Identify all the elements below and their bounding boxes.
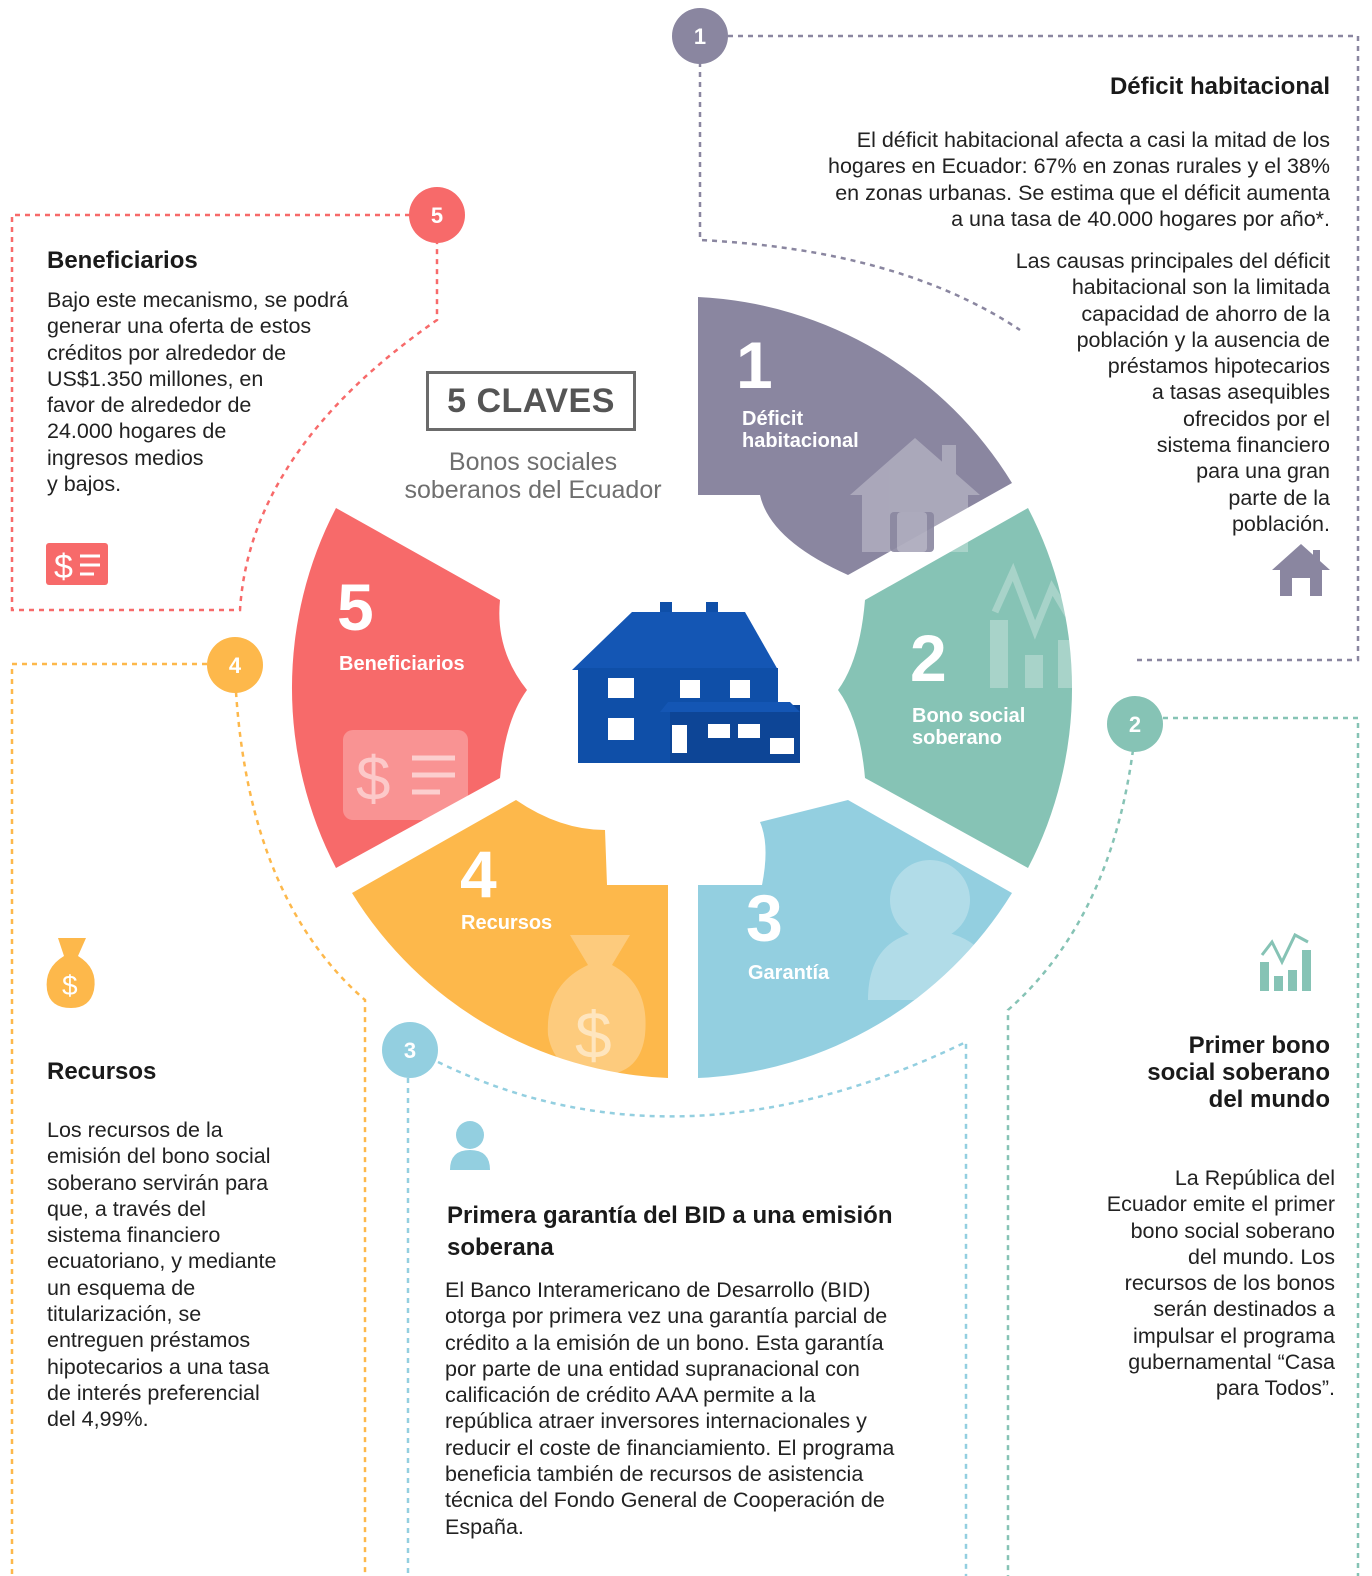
segment-beneficiarios[interactable] bbox=[291, 508, 527, 868]
beneficiarios-title: Beneficiarios bbox=[47, 247, 198, 274]
segment-5-label: Beneficiarios bbox=[339, 653, 465, 675]
deficit-title: Déficit habitacional bbox=[1109, 73, 1330, 100]
money-bag-icon bbox=[547, 935, 646, 1075]
house-icon bbox=[850, 438, 980, 552]
connector-1 bbox=[698, 34, 1360, 662]
svg-text:$: $ bbox=[575, 998, 612, 1072]
deficit-paragraph-2: Las causas principales del déficit habit… bbox=[1015, 249, 1330, 536]
bono-chart-icon bbox=[1260, 932, 1311, 991]
keys-title-box: 5 CLAVES bbox=[426, 371, 636, 431]
bono-title: Primer bono social soberano del mundo bbox=[1147, 1032, 1330, 1113]
svg-text:$: $ bbox=[54, 548, 73, 586]
badge-3 bbox=[382, 1022, 438, 1078]
garantia-title: Primera garantía del BID a una emisión s… bbox=[447, 1202, 893, 1261]
badge-2-number: 2 bbox=[1129, 712, 1141, 737]
beneficiarios-body: Bajo este mecanismo, se podrá generar un… bbox=[47, 288, 349, 497]
svg-text:$: $ bbox=[356, 745, 390, 814]
segment-1-number: 1 bbox=[736, 328, 773, 402]
segment-4-number: 4 bbox=[460, 837, 497, 911]
segment-3-label: Garantía bbox=[748, 962, 830, 984]
recursos-body: Los recursos de la emisión del bono soci… bbox=[47, 1118, 277, 1432]
badge-1-number: 1 bbox=[694, 24, 706, 49]
chart-icon bbox=[990, 562, 1074, 688]
segment-deficit[interactable] bbox=[698, 297, 1012, 575]
connector-4 bbox=[10, 662, 367, 1576]
deficit-paragraph-1: El déficit habitacional afecta a casi la… bbox=[828, 128, 1330, 231]
segment-garantia[interactable] bbox=[698, 800, 1012, 1078]
badge-5 bbox=[409, 187, 465, 243]
badge-3-number: 3 bbox=[404, 1038, 416, 1063]
badge-1 bbox=[672, 8, 728, 64]
svg-text:$: $ bbox=[62, 970, 78, 1001]
bono-body: La República del Ecuador emite el primer… bbox=[1106, 1166, 1335, 1401]
connector-3 bbox=[406, 1040, 968, 1576]
segment-5-number: 5 bbox=[337, 570, 374, 644]
recursos-money-bag-icon: $ bbox=[46, 938, 95, 1008]
badge-5-number: 5 bbox=[431, 203, 443, 228]
diagram-subtitle: Bonos sociales soberanos del Ecuador bbox=[380, 448, 686, 504]
badge-2 bbox=[1107, 696, 1163, 752]
segment-3-number: 3 bbox=[746, 881, 783, 955]
badge-4 bbox=[207, 637, 263, 693]
segment-2-number: 2 bbox=[910, 621, 947, 695]
central-house-icon bbox=[572, 602, 800, 763]
garantia-body: El Banco Interamericano de Desarrollo (B… bbox=[445, 1278, 895, 1539]
connector-5 bbox=[10, 213, 439, 612]
segment-4-label: Recursos bbox=[461, 912, 552, 934]
segment-recursos[interactable] bbox=[352, 800, 668, 1078]
garantia-person-icon bbox=[450, 1121, 490, 1170]
subtitle-text: Bonos sociales soberanos del Ecuador bbox=[404, 448, 662, 504]
person-icon bbox=[868, 860, 1000, 1000]
keys-title: 5 CLAVES bbox=[447, 381, 615, 420]
recursos-title: Recursos bbox=[47, 1058, 157, 1085]
deficit-house-icon bbox=[1272, 544, 1330, 596]
dollar-list-icon bbox=[343, 730, 468, 820]
connector-2 bbox=[1006, 716, 1360, 1576]
beneficiarios-dollar-icon: $ bbox=[46, 543, 108, 586]
badge-4-number: 4 bbox=[229, 653, 242, 678]
segment-bono[interactable] bbox=[838, 508, 1073, 868]
